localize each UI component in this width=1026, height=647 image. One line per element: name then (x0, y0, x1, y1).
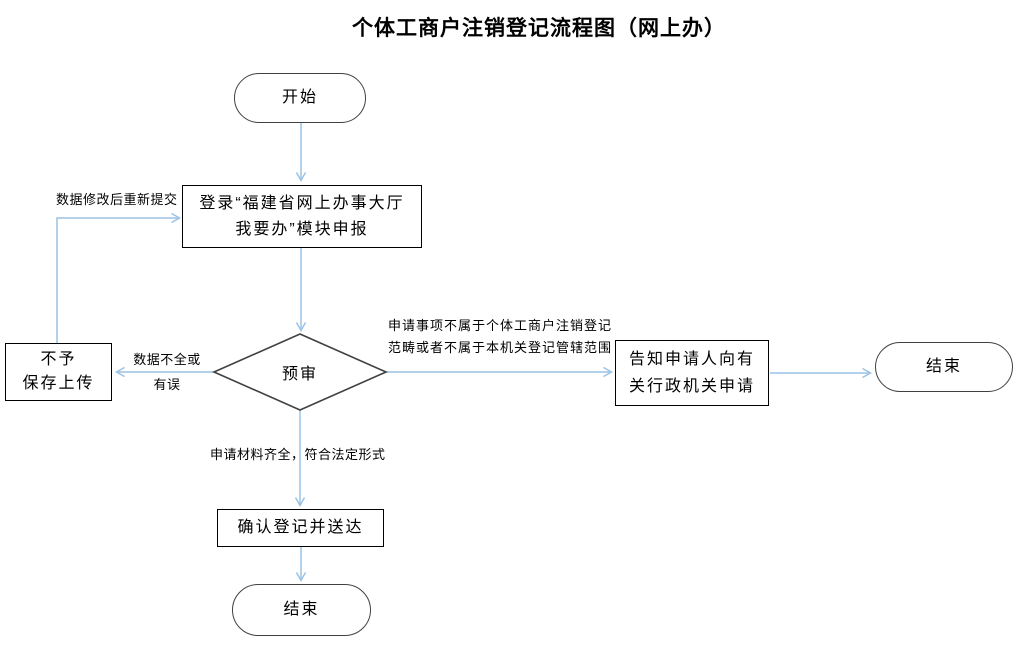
login-process-line1: 登录“福建省网上办事大厅 (199, 194, 405, 212)
reject-upload-line2: 保存上传 (22, 375, 95, 392)
edge-label-incomplete: 数据不全或 有误 (125, 347, 209, 397)
page-title: 个体工商户注销登记流程图（网上办） (352, 17, 726, 40)
confirm-register-label: 确认登记并送达 (237, 519, 364, 536)
notify-other-authority-line1: 告知申请人向有 (628, 351, 755, 368)
reject-upload-node: 不予 保存上传 (5, 343, 112, 401)
end-node-right-label: 结束 (925, 358, 962, 375)
edge-label-resubmit: 数据修改后重新提交 (56, 192, 178, 207)
edge-label-incomplete-line2: 有误 (153, 377, 181, 392)
edge-label-out-of-scope: 申请事项不属于个体工商户注销登记 范畴或者不属于本机关登记管辖范围 (388, 315, 612, 359)
review-decision-label: 预审 (281, 366, 318, 383)
edge-label-complete: 申请材料齐全，符合法定形式 (210, 447, 386, 462)
end-node-bottom: 结束 (232, 584, 371, 636)
edge-label-out-of-scope-line1: 申请事项不属于个体工商户注销登记 (388, 318, 613, 333)
notify-other-authority-line2: 关行政机关申请 (628, 378, 755, 395)
arrow-reject-to-login-feedback (56, 218, 179, 343)
end-node-right: 结束 (875, 342, 1013, 392)
reject-upload-line1: 不予 (40, 351, 77, 368)
edge-label-out-of-scope-line2: 范畴或者不属于本机关登记管辖范围 (388, 340, 613, 355)
confirm-register-node: 确认登记并送达 (217, 509, 384, 547)
end-node-bottom-label: 结束 (283, 601, 320, 618)
login-process-line2: 我要办”模块申报 (235, 220, 369, 238)
start-node: 开始 (234, 73, 366, 123)
login-process-node: 登录“福建省网上办事大厅 我要办”模块申报 (182, 185, 422, 248)
notify-other-authority-node: 告知申请人向有 关行政机关申请 (615, 340, 769, 406)
edge-label-incomplete-line1: 数据不全或 (133, 352, 201, 367)
start-node-label: 开始 (281, 89, 318, 106)
